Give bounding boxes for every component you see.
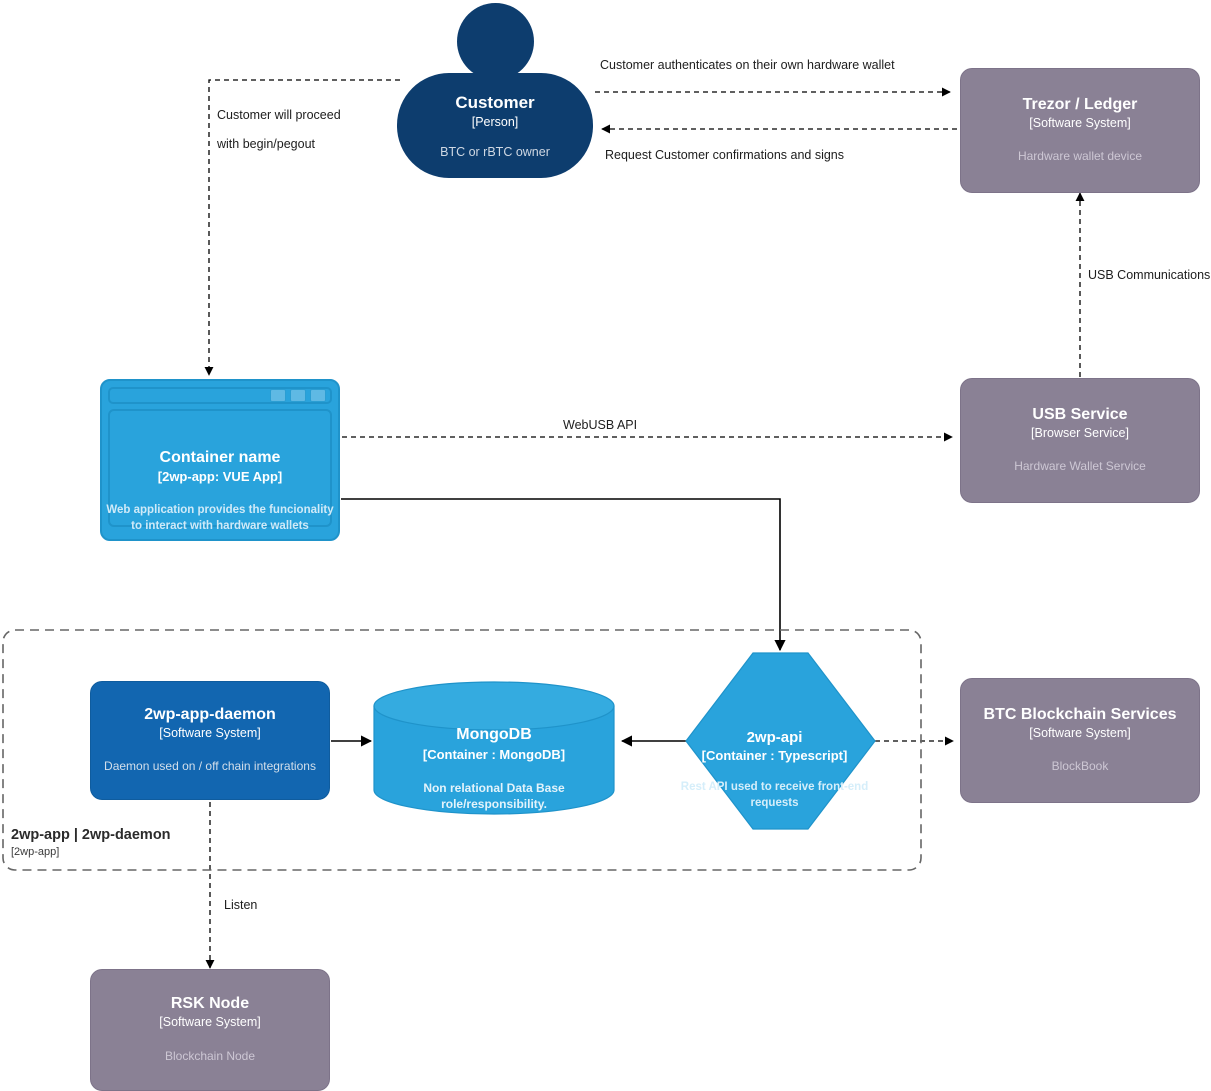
usb-service-tech: [Browser Service] xyxy=(1031,425,1129,440)
node-2wp-api[interactable]: 2wp-api [Container : Typescript] Rest AP… xyxy=(681,653,875,829)
daemon-title: 2wp-app-daemon xyxy=(144,705,276,723)
usb-service-title: USB Service xyxy=(1032,405,1128,423)
daemon-tech: [Software System] xyxy=(159,725,261,740)
customer-tech: [Person] xyxy=(471,114,519,129)
container-name-description: Web application provides the funcionalit… xyxy=(106,504,334,532)
twp-api-text-block: 2wp-api [Container : Typescript] Rest AP… xyxy=(660,729,890,812)
boundary-name: 2wp-app | 2wp-daemon xyxy=(11,827,171,843)
mongodb-tech: [Container : MongoDB] xyxy=(422,746,566,762)
edge-app-to-api xyxy=(341,498,786,652)
rsk-node-title: RSK Node xyxy=(170,995,250,1013)
edge-label-request-confirmations: Request Customer confirmations and signs xyxy=(605,148,845,162)
trezor-ledger-tech: [Software System] xyxy=(1029,115,1131,130)
node-customer[interactable]: Customer [Person] BTC or rBTC owner xyxy=(397,73,593,178)
node-mongodb[interactable]: MongoDB [Container : MongoDB] Non relati… xyxy=(374,682,614,814)
edge-label-listen: Listen xyxy=(224,898,258,912)
twp-api-title: 2wp-api xyxy=(746,728,803,746)
trezor-ledger-description: Hardware wallet device xyxy=(1017,149,1143,164)
edge-label-customer-proceed-line2: with begin/pegout xyxy=(217,137,315,151)
rsk-node-tech: [Software System] xyxy=(159,1015,261,1030)
boundary-label-2wp-app: 2wp-app | 2wp-daemon [2wp-app] xyxy=(11,827,171,858)
customer-description: BTC or rBTC owner xyxy=(440,144,550,159)
node-btc-blockchain-services[interactable]: BTC Blockchain Services [Software System… xyxy=(960,678,1200,803)
container-name-title: Container name xyxy=(159,449,281,466)
browser-window-dot-minimize-icon[interactable] xyxy=(270,389,286,402)
edge-label-customer-proceed-line1: Customer will proceed xyxy=(217,108,341,122)
node-usb-service[interactable]: USB Service [Browser Service] Hardware W… xyxy=(960,378,1200,503)
edge-label-customer-authenticates: Customer authenticates on their own hard… xyxy=(600,58,895,72)
browser-content: Container name [2wp-app: VUE App] Web ap… xyxy=(106,409,334,532)
edge-label-usb-communications: USB Communications xyxy=(1088,268,1211,282)
twp-api-description: Rest API used to receive front-end reque… xyxy=(680,781,869,809)
browser-window-dot-close-icon[interactable] xyxy=(310,389,326,402)
container-name-tech: [2wp-app: VUE App] xyxy=(157,468,283,484)
node-rsk-node[interactable]: RSK Node [Software System] Blockchain No… xyxy=(90,969,330,1091)
btc-blockchain-tech: [Software System] xyxy=(1029,725,1131,740)
boundary-tech: [2wp-app] xyxy=(11,846,60,859)
node-container-name[interactable]: Container name [2wp-app: VUE App] Web ap… xyxy=(100,379,340,541)
browser-window-dot-maximize-icon[interactable] xyxy=(290,389,306,402)
usb-service-description: Hardware Wallet Service xyxy=(1014,459,1146,474)
customer-title: Customer xyxy=(455,92,535,112)
twp-api-tech: [Container : Typescript] xyxy=(701,748,848,764)
rsk-node-description: Blockchain Node xyxy=(164,1048,256,1063)
btc-blockchain-title: BTC Blockchain Services xyxy=(983,705,1177,723)
browser-chrome-bar xyxy=(108,387,332,404)
customer-avatar-head xyxy=(457,3,534,80)
edge-label-webusb-api: WebUSB API xyxy=(563,418,638,432)
mongodb-title: MongoDB xyxy=(456,725,532,743)
trezor-ledger-title: Trezor / Ledger xyxy=(1022,95,1138,113)
node-trezor-ledger[interactable]: Trezor / Ledger [Software System] Hardwa… xyxy=(960,68,1200,193)
mongodb-text-block: MongoDB [Container : MongoDB] Non relati… xyxy=(374,726,614,812)
edge-customer-to-app xyxy=(204,79,400,376)
btc-blockchain-description: BlockBook xyxy=(1051,759,1109,774)
node-2wp-app-daemon[interactable]: 2wp-app-daemon [Software System] Daemon … xyxy=(90,681,330,800)
daemon-description: Daemon used on / off chain integrations xyxy=(104,759,316,774)
mongodb-description: Non relational Data Base role/responsibi… xyxy=(423,780,565,811)
